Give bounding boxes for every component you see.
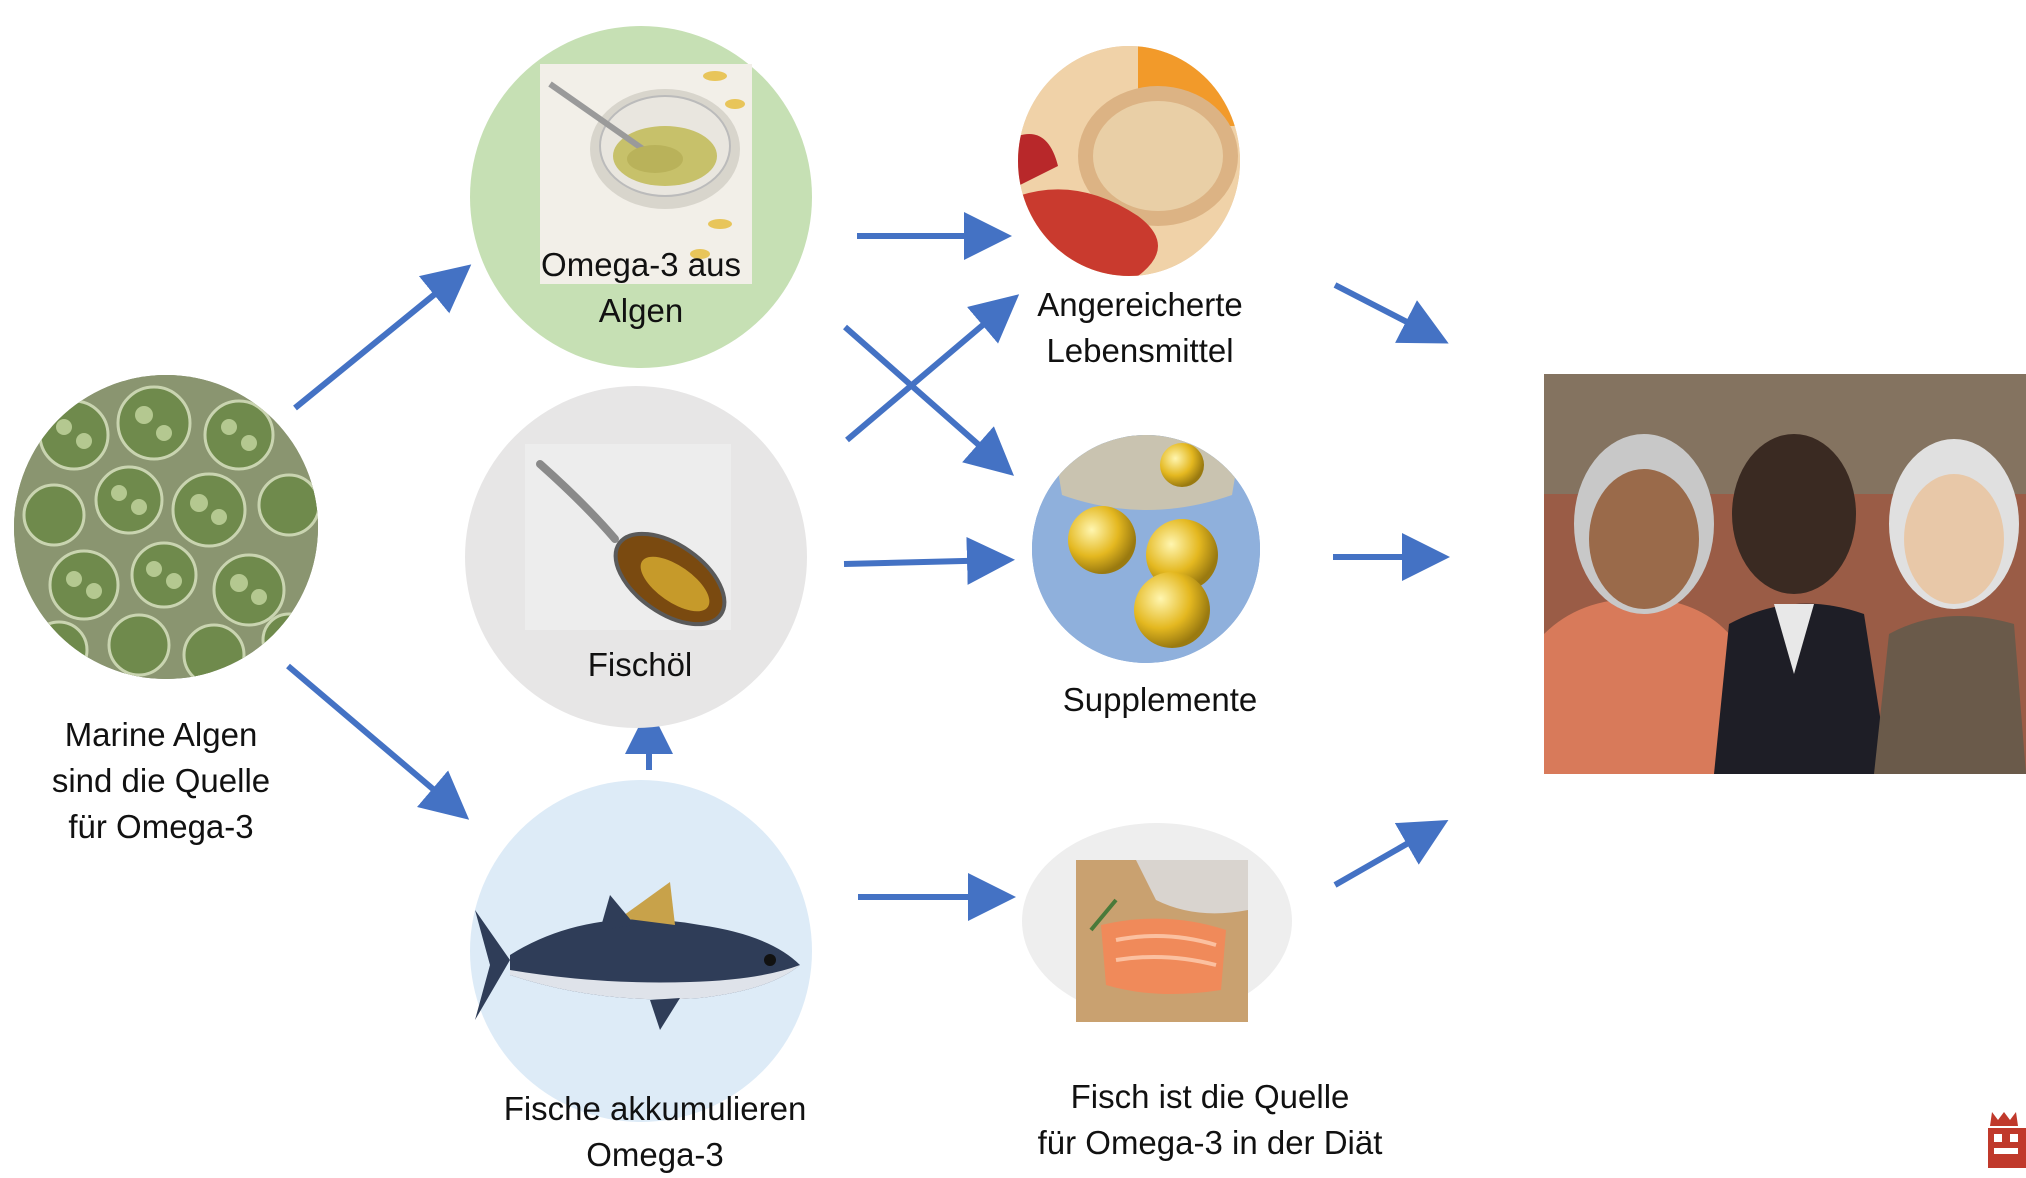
elderly-people-photo [1544, 374, 2026, 774]
algae-oil-label: Omega-3 aus Algen [520, 242, 762, 334]
arrow-fish-oil-to-supplements [844, 560, 1003, 564]
supplements-label: Supplemente [1030, 677, 1290, 723]
salmon-fillet-image [1076, 860, 1248, 1022]
arrow-fish-diet-to-people [1335, 826, 1438, 885]
bread-food-image [1018, 46, 1240, 276]
fish-label: Fische akkumulieren Omega-3 [470, 1086, 840, 1178]
fortified-label: Angereicherte Lebensmittel [1000, 282, 1280, 374]
university-crest-logo [1984, 1112, 2026, 1168]
arrow-algae-to-algae-oil [295, 272, 462, 408]
arrow-fortified-to-people [1335, 285, 1438, 338]
arrow-fish-oil-to-fortified [847, 302, 1010, 440]
algae-label: Marine Algen sind die Quelle für Omega-3 [20, 712, 302, 850]
arrow-algae-oil-to-supplements [845, 327, 1005, 468]
capsules-image [1032, 435, 1260, 663]
fish-diet-label: Fisch ist die Quelle für Omega-3 in der … [1010, 1074, 1410, 1166]
arrow-algae-to-fish [288, 666, 460, 812]
algae-microscope-image [14, 375, 318, 679]
spoon-fish-oil-image [525, 444, 731, 630]
fish-oil-label: Fischöl [540, 642, 740, 688]
tuna-fish-image [470, 880, 810, 1040]
